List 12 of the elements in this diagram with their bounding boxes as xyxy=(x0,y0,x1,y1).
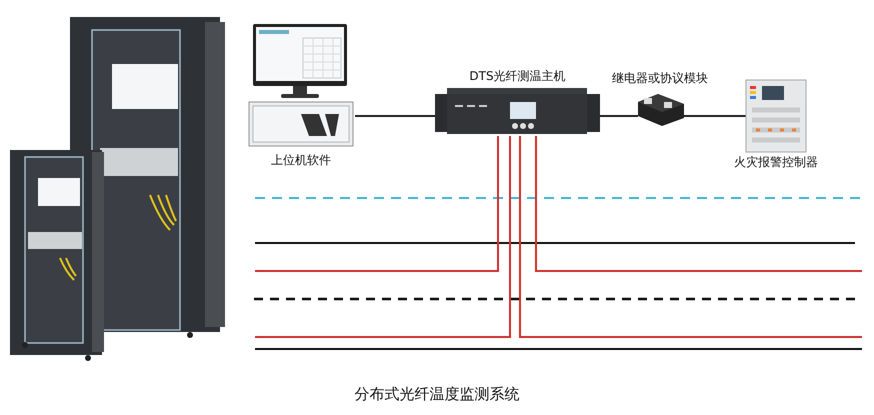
fiber-line xyxy=(255,136,499,272)
device-label: 继电器或协议模块 xyxy=(612,70,708,86)
fiber-line xyxy=(255,136,511,338)
device-label: 火灾报警控制器 xyxy=(734,154,818,170)
fiber-line xyxy=(535,136,862,272)
device-label: DTS光纤测温主机 xyxy=(469,68,566,84)
connection-line xyxy=(355,115,435,117)
device-label: 上位机软件 xyxy=(271,152,331,168)
caption: 分布式光纤温度监测系统 xyxy=(354,385,520,403)
fiber-line xyxy=(519,136,862,338)
connection-line xyxy=(682,115,746,117)
connection-line xyxy=(600,115,638,117)
